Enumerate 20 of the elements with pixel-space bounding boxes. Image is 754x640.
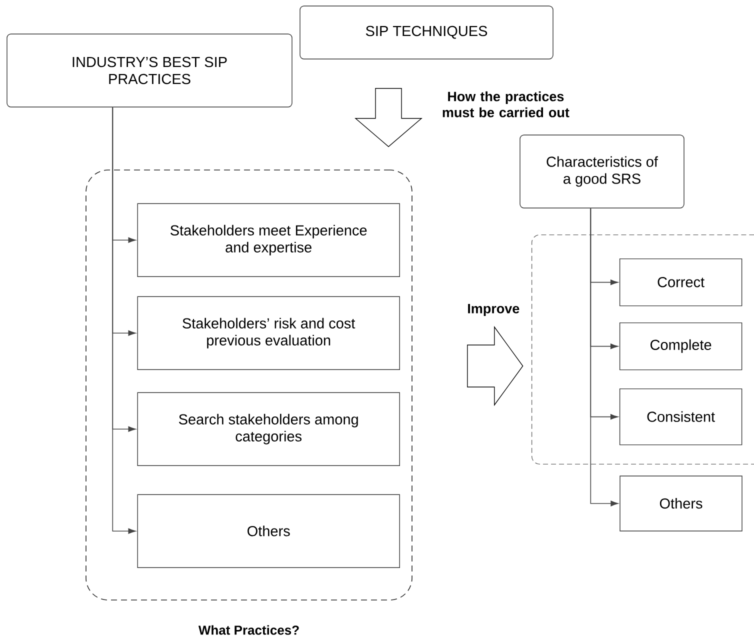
process-box: Consistent: [619, 388, 742, 446]
dashed-group: [86, 170, 412, 600]
block-arrow: [467, 326, 524, 406]
group-heading: What Practices?: [198, 625, 299, 635]
rounded-box: Characteristics of a good SRS: [520, 134, 684, 208]
process-box: Stakeholders meet Experience and expertise: [137, 203, 400, 277]
process-box: Complete: [619, 322, 742, 370]
edge-label: Improve: [466, 302, 521, 318]
process-box: Stakeholders’ risk and cost previous evaluation: [137, 296, 400, 370]
arrow: [112, 106, 136, 534]
dashed-group: [531, 234, 754, 465]
process-box: Correct: [619, 258, 742, 306]
arrow: [590, 208, 618, 506]
process-box: Search stakeholders among categories: [137, 392, 400, 466]
process-box: Others: [620, 476, 742, 532]
block-arrow: [354, 88, 422, 148]
rounded-box: SIP TECHNIQUES: [300, 6, 554, 60]
edge-label: How the practices must be carried out: [442, 91, 570, 118]
process-box: Others: [137, 494, 400, 568]
rounded-box: INDUSTRY’S BEST SIP PRACTICES: [6, 34, 292, 108]
